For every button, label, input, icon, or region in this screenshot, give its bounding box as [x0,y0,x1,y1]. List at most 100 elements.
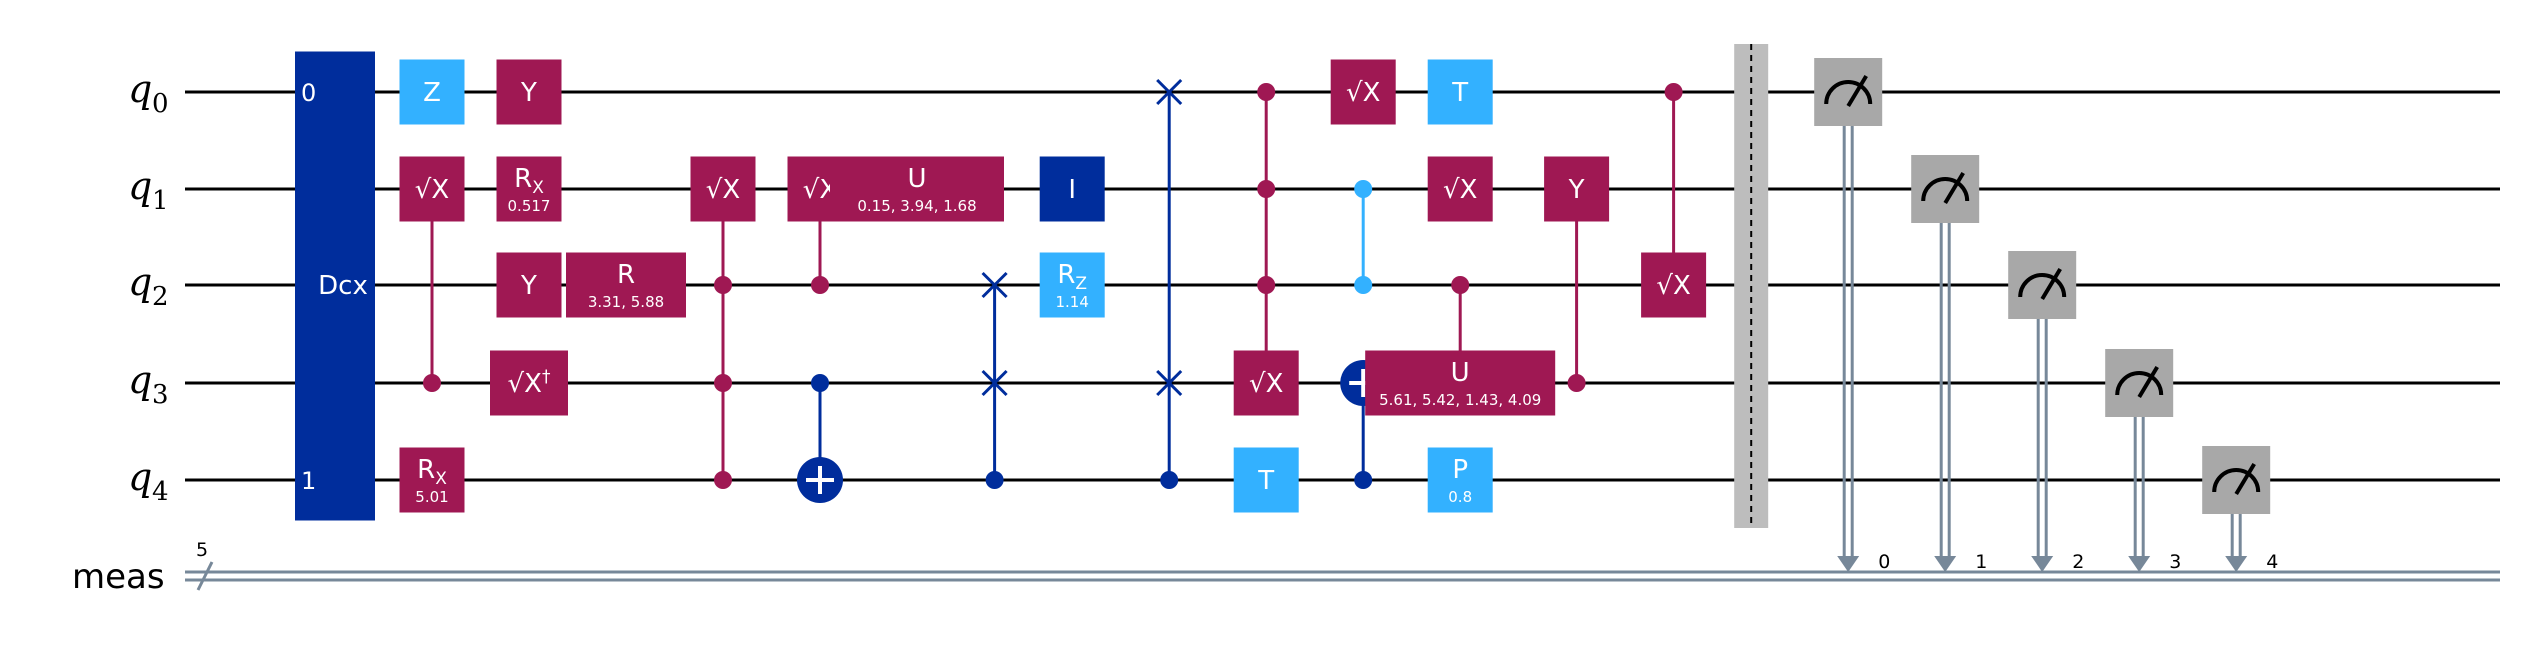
meter-needle-icon [1846,74,1868,108]
gate-box [830,156,1004,222]
swap-cross [981,271,1008,299]
measure-arrow [1837,556,1860,572]
control-dot [811,276,829,294]
control-dot [1451,276,1470,294]
meter-icon [2018,273,2067,298]
control-dot [714,374,732,392]
gate-label: √X [1656,271,1690,301]
control-dot [1354,276,1373,294]
control-dot [714,276,732,294]
gate-label: √X [1443,175,1477,205]
control-dot [1354,180,1373,198]
gate-label: Dcx [318,271,368,301]
gate-port-label: 0 [301,79,316,107]
gate-label: Y [520,271,537,301]
gate-parameter: 0.15, 3.94, 1.68 [857,197,976,215]
classical-register-label: meas [72,557,165,597]
meter-icon [2115,371,2164,396]
qubit-label-sub-0: 0 [152,89,169,119]
gate-box [399,447,465,513]
gate-box [1233,350,1299,416]
control-dot [714,471,732,489]
classical-size-label: 5 [196,539,208,561]
control-dot [1257,180,1276,198]
measure-bit-label: 3 [2169,551,2181,573]
gate-box [1039,156,1105,222]
gate-box [399,156,465,222]
gate-label: P [1452,455,1468,485]
gate-box [1233,447,1299,513]
gate-box [496,156,562,222]
qubit-label-0: q [128,67,152,111]
gate-box [1544,156,1610,222]
gate-box [399,59,465,125]
gate-label: U [907,164,926,194]
control-dot [1664,83,1683,101]
control-dot [985,471,1004,489]
measure-arrow [2225,556,2248,572]
gate-label: √X [415,175,449,205]
qubit-label-sub-3: 3 [152,380,169,410]
measure-arrow [1934,556,1957,572]
qubit-label-4: q [128,455,152,499]
control-dot [423,374,441,392]
gate-box-dcx [295,51,375,521]
control-dot [1354,471,1373,489]
meter-needle-icon [2040,267,2062,301]
measure-box [1814,58,1883,126]
gate-box [1427,156,1493,222]
gate-box [566,252,686,318]
measure-arrow [2031,556,2054,572]
gate-label: √X [706,175,740,205]
gate-label: √X [1346,78,1380,108]
qubit-label-sub-1: 1 [152,186,169,216]
measure-bit-label: 2 [2072,551,2084,573]
qubit-label-3: q [128,358,152,402]
gate-parameter: 3.31, 5.88 [588,293,664,311]
qubit-label-1: q [128,164,152,208]
gate-box [496,59,562,125]
gate-box [1641,252,1707,318]
bundle-slash [196,561,214,591]
gate-box [496,252,562,318]
gate-label: R [617,260,635,290]
control-dot [1567,374,1586,392]
measure-box [2202,446,2271,514]
meter-needle-icon [2137,365,2159,399]
measure-bit-label: 4 [2266,551,2278,573]
gate-box [1365,350,1556,416]
gate-parameter: 1.14 [1055,293,1088,311]
measure-arrow [2128,556,2151,572]
gate-box [1330,59,1396,125]
gate-parameter: 5.61, 5.42, 1.43, 4.09 [1379,391,1541,409]
gate-label: U [1451,358,1470,388]
measure-box [1911,155,1980,223]
gate-box [1039,252,1105,318]
gate-box [1427,447,1493,513]
gate-label: I [1068,175,1076,205]
swap-cross [981,369,1008,397]
control-dot [1257,276,1276,294]
gate-parameter: 0.8 [1448,488,1472,506]
gate-label: T [1451,78,1468,108]
qubit-label-sub-4: 4 [152,477,169,507]
gate-box [690,156,756,222]
measure-bit-label: 0 [1878,551,1890,573]
meter-needle-icon [1943,171,1965,205]
gate-box [490,350,568,416]
swap-cross [1156,78,1183,106]
measure-box [2105,349,2174,417]
control-dot [1257,83,1276,101]
qubit-label-sub-2: 2 [152,282,169,312]
gate-parameter: 5.01 [415,488,448,506]
qubit-label-2: q [128,260,152,304]
gate-label: √X [1249,369,1283,399]
gate-label: Z [423,78,441,108]
meter-icon [2212,468,2261,493]
swap-cross [1156,369,1183,397]
gate-box [1427,59,1493,125]
measure-box [2008,251,2077,319]
measure-bit-label: 1 [1975,551,1987,573]
